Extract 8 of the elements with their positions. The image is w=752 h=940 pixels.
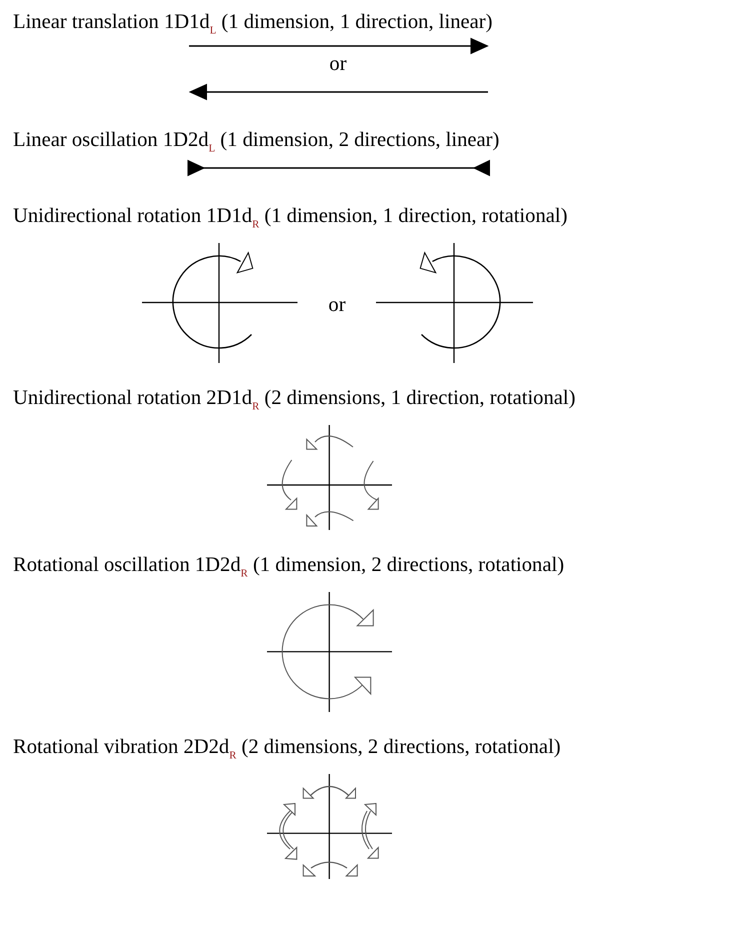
section-heading: Linear oscillation 1D2d$_{L}$ (1 dimension, 2 directions, linear) bbox=[13, 128, 500, 152]
or-separator-text: or bbox=[329, 52, 347, 76]
section-heading: Unidirectional rotation 1D1d$_{R}$ (1 dimension, 1 direction, rotational) bbox=[13, 204, 568, 228]
section-heading: Linear translation 1D1d$_{L}$ (1 dimension, 1 direction, linear) bbox=[13, 10, 493, 34]
section-heading: Rotational oscillation 1D2d$_{R}$ (1 dimension, 2 directions, rotational) bbox=[13, 553, 564, 577]
or-separator-text: or bbox=[328, 293, 346, 317]
section-heading: Unidirectional rotation 2D1d$_{R}$ (2 dimensions, 1 direction, rotational) bbox=[13, 386, 576, 410]
section-heading: Rotational vibration 2D2d$_{R}$ (2 dimensions, 2 directions, rotational) bbox=[13, 735, 561, 759]
